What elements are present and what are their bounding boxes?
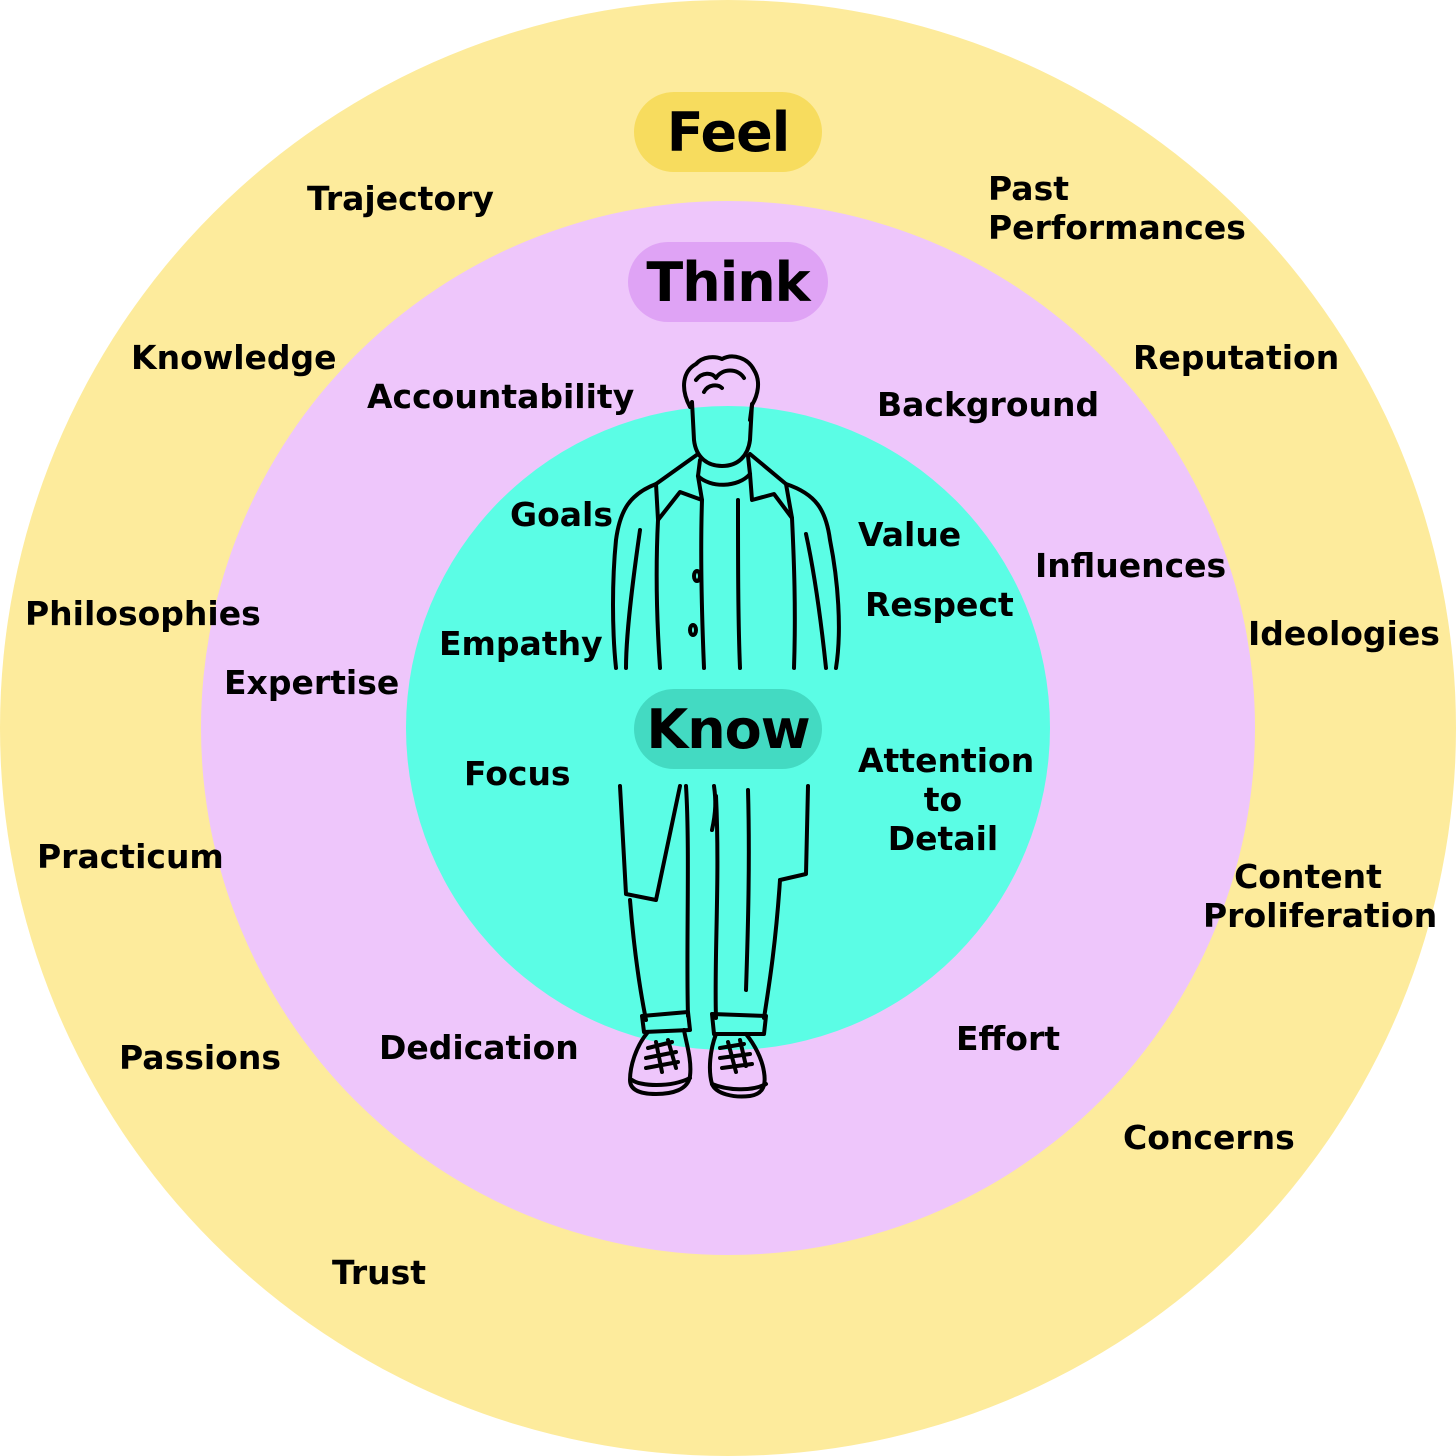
shoe-right xyxy=(707,1032,767,1099)
think-label-effort: Effort xyxy=(956,1019,1060,1058)
coat-right-hem xyxy=(778,784,810,882)
pocket-right xyxy=(790,516,797,670)
feel-label-passions: Passions xyxy=(119,1038,281,1077)
feel-label-reputation: Reputation xyxy=(1133,338,1340,377)
neck-right xyxy=(746,454,752,476)
face-outline xyxy=(690,400,754,468)
think-label-dedication: Dedication xyxy=(379,1028,579,1067)
feel-label-concerns: Concerns xyxy=(1123,1118,1295,1157)
feel-label-philosophies: Philosophies xyxy=(25,594,261,633)
jacket-collar-right xyxy=(748,452,794,520)
cuff-left xyxy=(640,1010,692,1034)
feel-label-ideologies: Ideologies xyxy=(1248,614,1440,653)
hair-detail xyxy=(694,368,746,382)
know-label-goals: Goals xyxy=(510,495,613,534)
neck-left xyxy=(696,458,702,478)
jacket-right-inner xyxy=(804,532,828,670)
cuff-right xyxy=(710,1012,768,1036)
feel-title-pill: Feel xyxy=(634,92,822,172)
jacket-collar-left xyxy=(654,452,704,522)
feel-label-trajectory: Trajectory xyxy=(307,179,494,218)
feel-label-trust: Trust xyxy=(332,1253,427,1292)
hair-outline xyxy=(682,354,761,422)
think-label-background: Background xyxy=(877,385,1100,424)
jacket-left-inner xyxy=(624,528,642,670)
shoe-right-sole xyxy=(710,1082,768,1092)
hair-detail-2 xyxy=(702,383,724,394)
leg-right-inner xyxy=(713,794,720,1020)
feel-label-past-performances: Past Performances xyxy=(988,169,1246,247)
shoe-left-laces xyxy=(644,1038,680,1074)
leg-left-outer xyxy=(628,898,648,1022)
feel-label-practicum: Practicum xyxy=(37,837,224,876)
leg-left-inner xyxy=(684,784,690,1018)
leg-right-outer xyxy=(762,878,782,1020)
jacket-front-right xyxy=(736,498,742,670)
button-1 xyxy=(692,569,702,583)
know-label-focus: Focus xyxy=(464,754,571,793)
think-label-influences: Influences xyxy=(1035,546,1227,585)
know-label-attention-to-detail: Attention to Detail xyxy=(858,741,1035,858)
think-title-pill: Think xyxy=(628,242,828,322)
leg-right-seam xyxy=(744,788,751,992)
think-label-accountability: Accountability xyxy=(367,377,635,416)
shoe-left xyxy=(628,1028,693,1096)
know-label-value: Value xyxy=(858,515,962,554)
jacket-right-side xyxy=(784,482,841,670)
know-label-respect: Respect xyxy=(865,585,1014,624)
jacket-left-side xyxy=(611,482,658,670)
know-label-empathy: Empathy xyxy=(439,624,603,663)
shoe-right-laces xyxy=(718,1038,754,1074)
pocket-left xyxy=(654,518,662,670)
feel-label-content-proliferation: Content Proliferation xyxy=(1203,857,1438,935)
coat-left-hem xyxy=(618,784,682,902)
button-2 xyxy=(688,623,698,637)
shirt-collar xyxy=(696,472,752,487)
think-label-expertise: Expertise xyxy=(224,663,400,702)
shoe-left-sole xyxy=(630,1076,692,1087)
jacket-front-left xyxy=(699,498,706,670)
feel-label-knowledge: Knowledge xyxy=(131,338,337,377)
know-title-pill: Know xyxy=(634,689,822,769)
